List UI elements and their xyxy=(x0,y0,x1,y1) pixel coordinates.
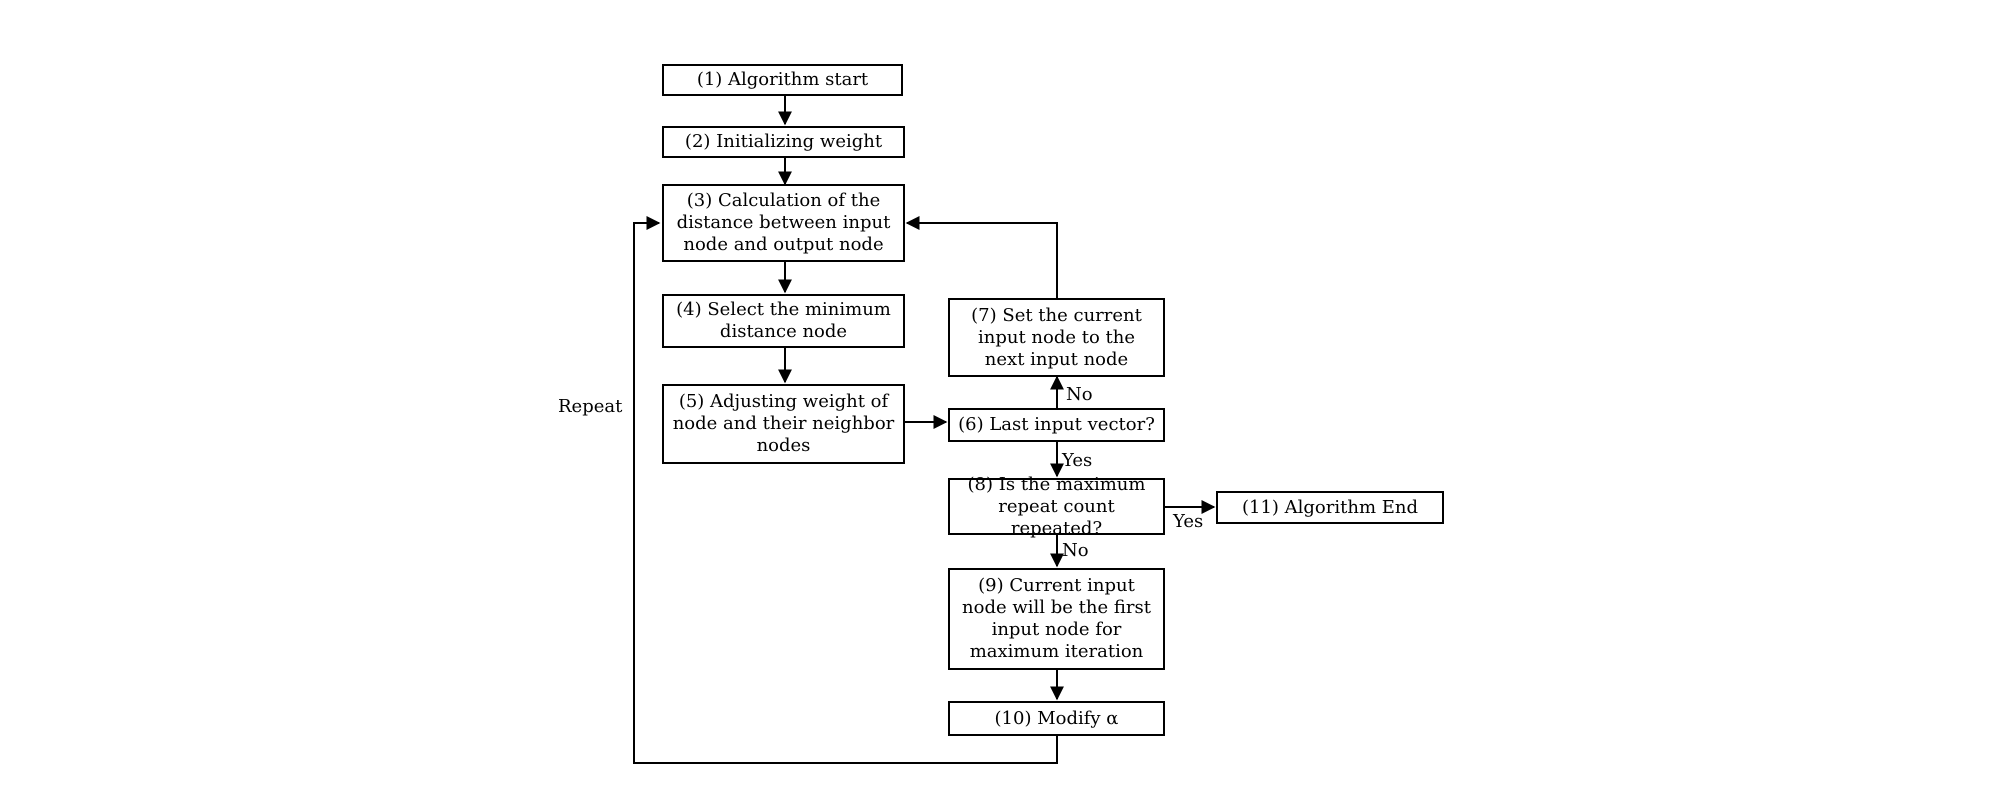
node-1-algorithm-start: (1) Algorithm start xyxy=(662,64,903,96)
node-9-current-input-first: (9) Current input node will be the first… xyxy=(948,568,1165,670)
edge-label-no-n8-n9: No xyxy=(1062,540,1089,561)
node-10-modify-alpha: (10) Modify α xyxy=(948,701,1165,736)
node-8-max-repeat-count: (8) Is the maximum repeat count repeated… xyxy=(948,474,1165,539)
node-3-calculation-distance: (3) Calculation of the distance between … xyxy=(662,184,905,262)
node-11-algorithm-end: (11) Algorithm End xyxy=(1216,491,1444,524)
node-4-select-minimum: (4) Select the minimum distance node xyxy=(662,294,905,348)
node-2-initializing-weight: (2) Initializing weight xyxy=(662,126,905,158)
loop-label-repeat: Repeat xyxy=(558,396,623,417)
node-7-set-current-input: (7) Set the current input node to the ne… xyxy=(948,298,1165,377)
edge-label-yes-n6-n8: Yes xyxy=(1062,450,1093,471)
node-5-adjusting-weight: (5) Adjusting weight of node and their n… xyxy=(662,384,905,464)
edge-label-no-n6-n7: No xyxy=(1066,384,1093,405)
node-6-last-input-vector: (6) Last input vector? xyxy=(948,408,1165,442)
edge-n7-n3 xyxy=(905,216,1058,298)
edge-label-yes-n8-n11: Yes xyxy=(1173,511,1204,532)
edge-n10-loop-n3 xyxy=(633,216,1058,764)
